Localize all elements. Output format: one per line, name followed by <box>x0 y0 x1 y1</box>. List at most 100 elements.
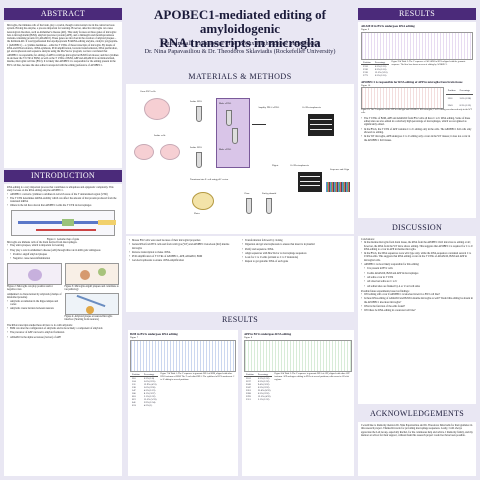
list-item: The precursor of APP can lead to amyloid… <box>7 331 119 335</box>
methods-heading: MATERIALS & METHODS <box>188 72 292 81</box>
table-cell: 2742 <box>363 68 368 71</box>
table-cell: Percentage <box>372 61 390 65</box>
b2m-results-panel: B2M in BV2s undergoes RNA editing Figure… <box>128 330 238 476</box>
methods-col1: Mouse BV2 cells were used because of the… <box>129 239 238 309</box>
table-cell: 3.6% (1/28) <box>459 97 471 101</box>
culture-dish-icon <box>144 98 170 120</box>
app-title: APP in BV2s undergoes RNA editing <box>244 332 292 336</box>
table-cell: 641 <box>132 401 136 404</box>
b2m-caption: Figure 7 & Table 1: The 3' sequence in g… <box>160 373 235 381</box>
table-cell: 2261 <box>447 97 453 101</box>
fig1-caption: Figure 1: Genome map of gene <box>46 237 80 241</box>
sequence-trace <box>326 182 350 192</box>
tube-icon <box>232 128 238 144</box>
list-item: In the WT microglia, APP undergoes C to … <box>361 135 473 142</box>
methods-flowchart: Grow BV2 cells Isolate cells Isolate RNA… <box>126 84 354 234</box>
table-cell: Percentage <box>457 87 473 96</box>
list-item: Will editing still occur if APOBEC1 is k… <box>361 293 473 297</box>
table-cell: 619 <box>132 398 136 401</box>
list-item: The 3' UTRs of B2M, APP and ADAM10 from … <box>361 117 473 127</box>
introduction-panel: RNA editing is a very important process … <box>4 184 122 476</box>
list-item: Look for C to U edits (evident as C to T… <box>242 256 351 260</box>
table-cell: 6.3% (1/16) <box>374 68 387 71</box>
introduction-heading: INTRODUCTION <box>4 170 122 182</box>
table-cell: Position <box>244 373 256 377</box>
list-item: Transformation followed by cloning <box>242 239 351 243</box>
discussion-heading: DISCUSSION <box>391 223 443 232</box>
list-item: It is present in BV2 cells <box>364 267 473 271</box>
app-fig-label: Figure 8 <box>244 336 253 339</box>
table-cell: 2311 <box>246 398 251 401</box>
future-label: Possible future experiments based on fin… <box>361 289 410 293</box>
table-row: 2742 6.3% (1/16) <box>361 68 389 71</box>
discussion-sub-bullets: It is present in BV2 cells It edits ADAM… <box>361 267 473 289</box>
table-cell: 2197 <box>246 380 251 383</box>
list-item: APOBEC1 is most likely responsible for t… <box>361 263 473 267</box>
table-cell: 2181 <box>246 377 251 380</box>
tube-icon <box>196 106 202 122</box>
list-item: Purify and sequence cDNA <box>242 248 351 252</box>
table-cell: 5.6% (2/35) <box>143 380 156 383</box>
table-cell: 6.3% (2/32) <box>257 386 270 389</box>
table-cell: 4.2% (1) <box>143 404 153 407</box>
list-item: Negative: cause neuroinflammation <box>10 257 119 261</box>
table-cell: 538 <box>132 386 136 389</box>
table-cell: 6.3% (2/32) <box>257 392 270 395</box>
gel2-label: Gel Electrophoresis <box>290 164 309 167</box>
list-item: In the BV2s, the 3' UTR of APP contains … <box>361 128 473 135</box>
b2m-fig-label: Figure 7 <box>130 336 139 339</box>
list-item: Repeat to get genomic DNA of each gene <box>242 260 351 264</box>
acknowledgements-panel: I would like to thank my mentors Dr. Nin… <box>358 422 476 476</box>
table-cell: 4.3% (1/23) <box>143 389 156 392</box>
table-cell: 9.4% (3/32) <box>257 383 270 386</box>
app-caption: Figure 8 & Table 2: The 3' sequence in g… <box>274 373 350 381</box>
table-cell: 2261 <box>246 389 251 392</box>
list-item: All observed edits are C to U <box>364 280 473 284</box>
apob-chromatogram <box>361 87 444 109</box>
make-cdna-label: Make cDNA <box>219 102 232 105</box>
list-item: It edits ADAM10, B2M and APP in macropha… <box>364 272 473 276</box>
digest-label: Digest <box>272 164 279 167</box>
table-cell: 560 <box>132 392 136 395</box>
list-item: All edits occur in 3' UTR <box>364 276 473 280</box>
list-item: Is there RNA editing of ADAM10 and B2M i… <box>361 297 473 304</box>
apob-caption: Figure 10: The 3' sequence of the APP in… <box>361 109 472 114</box>
table-cell: 15.5% (5/33) <box>143 398 157 401</box>
table-cell: 6.3% (1/32) <box>257 380 270 383</box>
table-cell: 2.9% (1/34) <box>143 401 156 404</box>
adam-fig-label: Figure 9 <box>361 28 370 31</box>
table-row: 2261 3.6% (1/28) <box>446 95 473 103</box>
acknowledgements-heading: ACKNOWLEDGEMENTS <box>369 409 465 418</box>
tube-icon <box>196 152 202 168</box>
title-line-2: RNA transcripts in microglia <box>159 35 321 50</box>
list-item: Will there be RNA editing in a neuronal … <box>361 309 473 313</box>
abstract-heading: ABSTRACT <box>4 8 122 20</box>
app-results-panel: APP in BV2s undergoes RNA editing Figure… <box>242 330 354 476</box>
list-item: Amyloids create barriers between neurons <box>7 307 62 311</box>
isolate-rna-label: Isolate RNA <box>190 100 203 103</box>
table-row: 2181 6.3% (1/32) <box>244 377 272 381</box>
table-cell: Position <box>361 61 373 65</box>
intro-p3: Alzheimer's is characterized by amyloids… <box>7 293 62 300</box>
discussion-panel: Conclusions: In the murine microglia fro… <box>358 236 476 404</box>
gel-image-2 <box>298 172 322 192</box>
list-item: Digestion and gel electrophoresis to ens… <box>242 243 351 247</box>
list-item: They emit synapses, which is important f… <box>7 244 119 248</box>
isolate-rna-label-2: Isolate RNA <box>190 146 203 149</box>
table-cell: 2741 <box>363 65 368 68</box>
list-item: All edited sites are flanked by A or U o… <box>364 285 473 289</box>
future-bullets: Will editing still occur if APOBEC1 is k… <box>361 293 473 313</box>
results-right-heading: RESULTS <box>358 8 476 20</box>
